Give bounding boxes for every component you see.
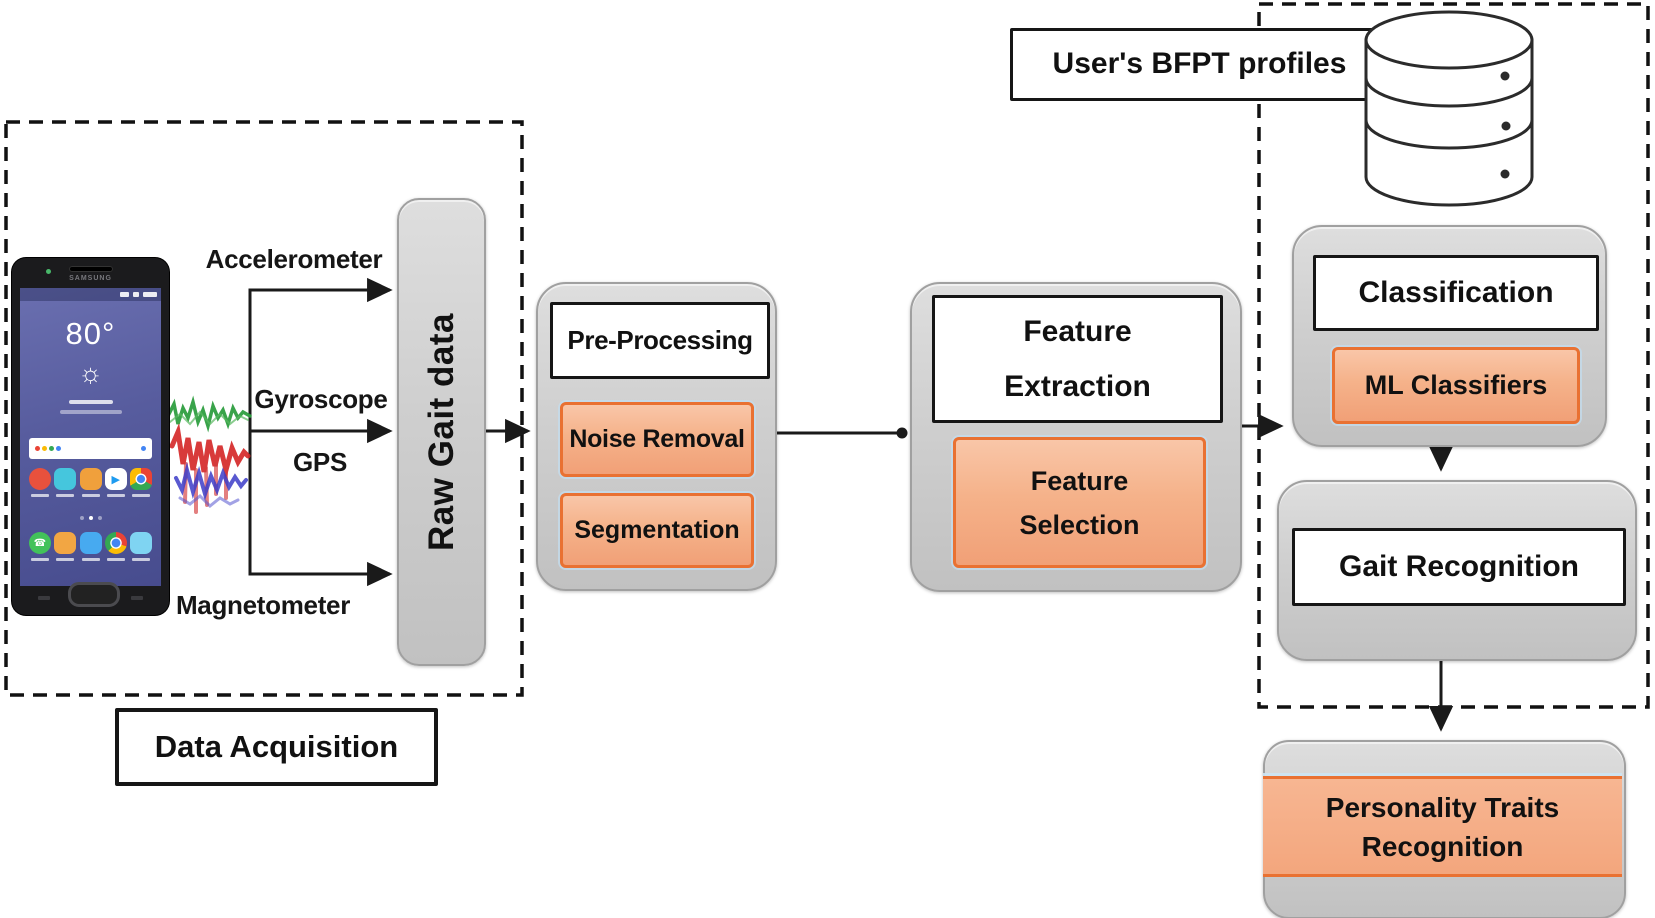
- home-page-dots: [20, 516, 161, 520]
- phone-camera-dot: [46, 269, 51, 274]
- search-dot-green: [49, 446, 54, 451]
- personality-line2: Recognition: [1361, 830, 1524, 862]
- sun-icon: ☼: [78, 358, 103, 388]
- app-label-bar: [81, 558, 100, 561]
- database-top: [1364, 10, 1534, 70]
- raw-gait-data-box: Raw Gait data: [397, 198, 486, 666]
- phone-app-icon[interactable]: ☎: [29, 532, 51, 554]
- personality-line1: Personality Traits: [1325, 791, 1560, 823]
- app-label-bar: [31, 558, 49, 561]
- connector-dot: [896, 427, 908, 439]
- app-row-2: ☎: [29, 532, 152, 561]
- database-dots: [1500, 71, 1511, 179]
- app-label-bar: [31, 494, 49, 497]
- app-icon[interactable]: [29, 468, 51, 490]
- phone-screen: 80° ☼ ▶ ☎: [20, 288, 161, 586]
- raw-gait-data-label: Raw Gait data: [421, 313, 461, 551]
- app-icon[interactable]: [54, 468, 77, 490]
- back-key[interactable]: [38, 596, 50, 600]
- app-label-bar: [106, 494, 125, 497]
- gallery-app-icon[interactable]: [130, 532, 152, 554]
- status-battery-icon: [133, 292, 139, 297]
- weather-temperature: 80°: [65, 316, 116, 351]
- messages-app-icon[interactable]: [79, 532, 102, 554]
- phone-brand-text: SAMSUNG: [69, 275, 112, 282]
- mic-icon: [141, 446, 146, 451]
- sensor-bracket: [248, 277, 393, 587]
- gait-recognition-title: Gait Recognition: [1292, 528, 1626, 606]
- segmentation-step: Segmentation: [560, 493, 754, 568]
- database-body: [1364, 38, 1534, 207]
- feature-extraction-title: Feature Extraction: [932, 295, 1223, 423]
- database-divider: [1364, 119, 1534, 150]
- search-dot-blue: [56, 446, 61, 451]
- app-label-bar: [56, 558, 75, 561]
- app-icon[interactable]: [79, 468, 102, 490]
- sensor-label-magnetometer: Magnetometer: [175, 590, 351, 620]
- sensor-label-gyroscope: Gyroscope: [254, 384, 388, 414]
- app-label-bar: [81, 494, 100, 497]
- classification-title: Classification: [1313, 255, 1599, 331]
- google-app-icon[interactable]: [130, 468, 152, 490]
- app-label-bar: [132, 558, 150, 561]
- feature-extraction-title-line2: Extraction: [1004, 370, 1151, 403]
- ml-classifiers-step: ML Classifiers: [1332, 347, 1580, 424]
- database-icon: [1364, 10, 1534, 207]
- weather-caption-bar: [59, 410, 122, 414]
- personality-recognition-band: Personality Traits Recognition: [1263, 776, 1622, 877]
- sensor-label-accelerometer: Accelerometer: [205, 244, 383, 274]
- chrome-app-icon[interactable]: [104, 532, 127, 554]
- status-signal-icon: [120, 292, 129, 297]
- noise-removal-step: Noise Removal: [560, 402, 754, 477]
- app-row-1: ▶: [29, 468, 152, 497]
- app-label-bar: [56, 494, 75, 497]
- search-bar[interactable]: [29, 438, 152, 459]
- home-button[interactable]: [67, 582, 120, 607]
- contacts-app-icon[interactable]: [54, 532, 77, 554]
- feature-selection-line1: Feature: [1030, 465, 1129, 496]
- search-dot-red: [35, 446, 40, 451]
- smartphone: SAMSUNG 80° ☼ ▶: [12, 258, 169, 615]
- play-store-icon[interactable]: ▶: [104, 468, 127, 490]
- phone-speaker: [68, 266, 113, 272]
- app-label-bar: [106, 558, 125, 561]
- search-dot-yellow: [42, 446, 47, 451]
- feature-extraction-title-line1: Feature: [1023, 315, 1132, 348]
- weather-caption-bar: [68, 400, 113, 404]
- recents-key[interactable]: [131, 596, 143, 600]
- bfpt-profiles-label: User's BFPT profiles: [1010, 28, 1389, 101]
- database-divider: [1364, 77, 1534, 108]
- phone-status-bar: [20, 288, 161, 301]
- feature-selection-line2: Selection: [1019, 509, 1140, 540]
- gait-signal-waveform: [166, 395, 252, 514]
- status-time-glyph: [143, 292, 157, 297]
- data-acquisition-section-label: Data Acquisition: [115, 708, 438, 786]
- preprocessing-title: Pre-Processing: [550, 302, 770, 379]
- app-label-bar: [132, 494, 150, 497]
- feature-selection-step: Feature Selection: [953, 437, 1206, 568]
- sensor-label-gps: GPS: [292, 447, 347, 477]
